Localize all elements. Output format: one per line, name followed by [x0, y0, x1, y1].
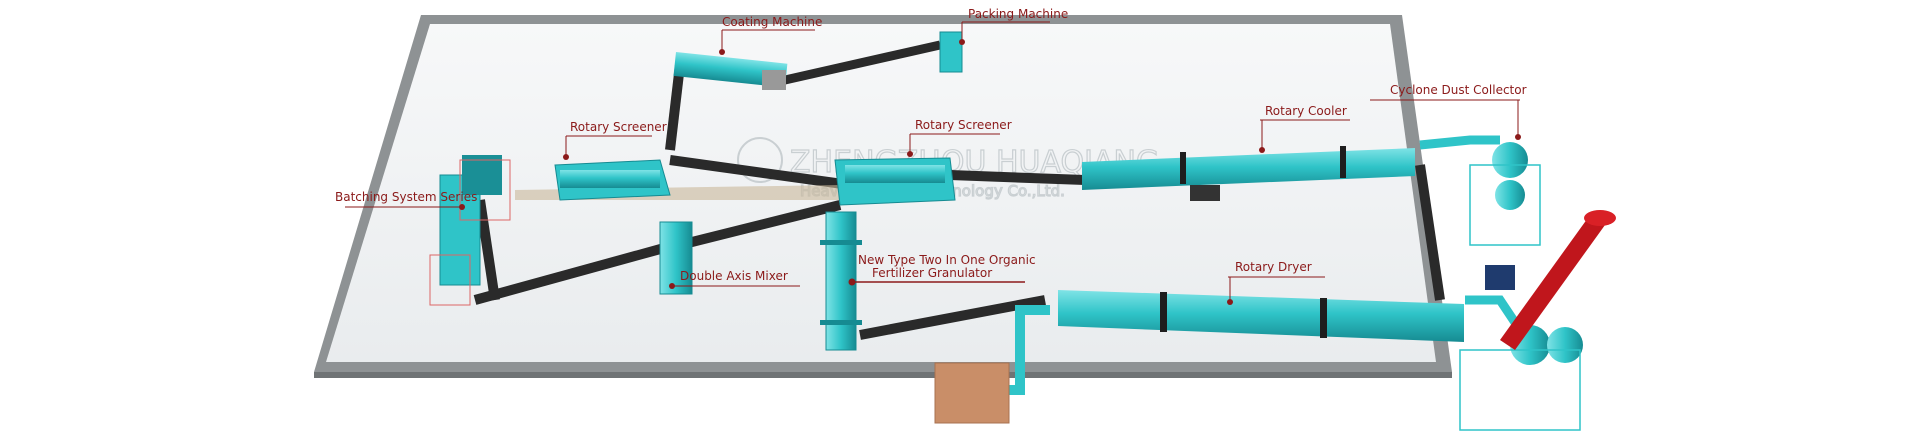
conveyor-mixer-to-screener [678, 200, 842, 250]
conveyor-batching [475, 199, 500, 301]
rotary-dryer [1000, 290, 1464, 395]
conveyor-to-coating [665, 64, 685, 151]
double-axis-mixer [659, 221, 693, 295]
svg-text:Rotary Dryer: Rotary Dryer [1235, 260, 1312, 274]
conveyor-dryer-to-cooler [1415, 164, 1445, 301]
label-rotary-cooler: Rotary Cooler [1259, 104, 1350, 153]
svg-text:Cyclone Dust Collector: Cyclone Dust Collector [1390, 83, 1527, 97]
svg-text:Rotary Screener: Rotary Screener [915, 118, 1012, 132]
label-coating-machine: Coating Machine [719, 15, 822, 55]
svg-text:Double Axis Mixer: Double Axis Mixer [680, 269, 788, 283]
label-packing-machine: Packing Machine [959, 7, 1068, 45]
rotary-screener-1 [554, 159, 671, 201]
rotary-cooler [1082, 146, 1415, 201]
hot-air-furnace [934, 362, 1010, 424]
conveyor-screener-to-cooler [949, 170, 1086, 185]
label-double-axis-mixer: Double Axis Mixer [669, 269, 800, 289]
cyclone-dust-collector [1419, 135, 1583, 431]
svg-text:New Type Two In One Organic: New Type Two In One Organic [858, 253, 1036, 267]
conveyor-batching-to-mixer [473, 240, 677, 305]
coating-machine [673, 51, 788, 90]
batching-system [429, 155, 511, 306]
svg-text:Coating Machine: Coating Machine [722, 15, 822, 29]
conveyor-coating-to-packing [784, 40, 941, 85]
conveyors [473, 40, 1445, 340]
packing-machine [939, 31, 963, 73]
label-granulator: New Type Two In One Organic Fertilizer G… [848, 253, 1036, 286]
label-rotary-screener-2: Rotary Screener [907, 118, 1012, 157]
organic-fertilizer-granulator [820, 211, 862, 351]
label-rotary-screener-1: Rotary Screener [563, 120, 667, 160]
rotary-screener-2 [834, 157, 956, 206]
label-rotary-dryer: Rotary Dryer [1227, 260, 1325, 305]
label-batching-system: Batching System Series [335, 190, 477, 210]
svg-text:Rotary Screener: Rotary Screener [570, 120, 667, 134]
svg-text:Fertilizer Granulator: Fertilizer Granulator [872, 266, 992, 280]
conveyor-granulator-to-dryer [859, 295, 1046, 340]
svg-text:Packing Machine: Packing Machine [968, 7, 1068, 21]
label-cyclone-dust-collector: Cyclone Dust Collector [1370, 83, 1527, 140]
svg-text:Batching System Series: Batching System Series [335, 190, 477, 204]
svg-text:Rotary Cooler: Rotary Cooler [1265, 104, 1347, 118]
conveyor-screener-link [669, 155, 851, 190]
chimney [1500, 210, 1616, 350]
